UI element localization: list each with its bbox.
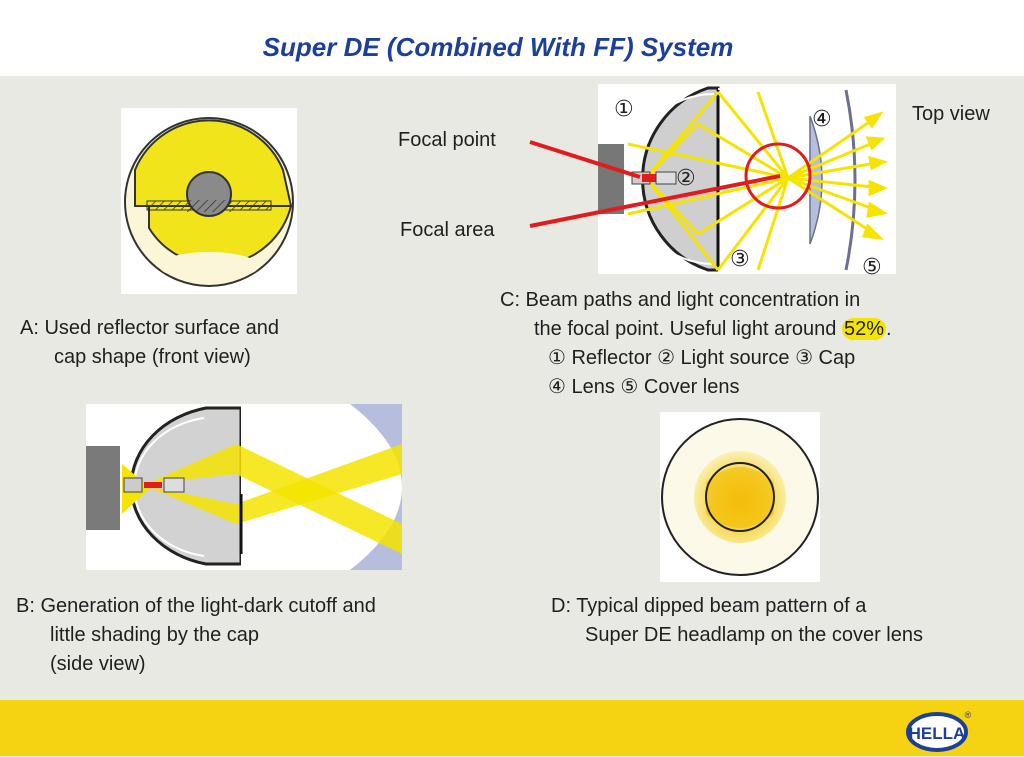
- beam-pattern-diagram: [661, 418, 819, 576]
- registered-mark: ®: [965, 710, 972, 720]
- panel-b-caption: B: Generation of the light-dark cutoff a…: [16, 592, 376, 679]
- panel-c-caption-line2: the focal point. Useful light around 52%…: [500, 315, 892, 344]
- marker-4: ④: [812, 106, 832, 131]
- panel-d-caption-line2: Super DE headlamp on the cover lens: [585, 624, 923, 646]
- focal-area-label: Focal area: [400, 219, 495, 241]
- panel-c-caption-line2-text: the focal point. Useful light around: [534, 318, 842, 340]
- title-bar: [0, 0, 1024, 76]
- reflector-side-view-diagram: [86, 404, 402, 570]
- panel-b-side-view: [86, 404, 402, 570]
- useful-light-percentage: 52%: [841, 318, 886, 340]
- page-title: Super DE (Combined With FF) System: [262, 32, 734, 62]
- hella-logo-mark: HELLA ®: [906, 710, 972, 752]
- panel-b-caption-line1: B: Generation of the light-dark cutoff a…: [16, 595, 376, 617]
- reflector-front-view-diagram: [124, 117, 294, 287]
- panel-d-caption-line1: D: Typical dipped beam pattern of a: [551, 595, 867, 617]
- panel-b-caption-line3: (side view): [50, 653, 146, 675]
- panel-a-caption-line2: cap shape (front view): [54, 346, 251, 368]
- panel-c-legend-line1: ① Reflector ② Light source ③ Cap: [548, 347, 856, 369]
- marker-3: ③: [730, 246, 750, 271]
- panel-d-caption: D: Typical dipped beam pattern of a Supe…: [551, 592, 923, 650]
- footer-bar: [0, 700, 1024, 756]
- marker-2: ②: [676, 165, 696, 190]
- panel-b-caption-line2: little shading by the cap: [50, 624, 260, 646]
- top-view-label: Top view: [912, 103, 990, 125]
- marker-1: ①: [614, 96, 634, 121]
- panel-c-caption: C: Beam paths and light concentration in…: [500, 286, 892, 402]
- marker-5: ⑤: [862, 254, 882, 279]
- hella-logo-text: HELLA: [909, 724, 966, 743]
- panel-c-legend-line2: ④ Lens ⑤ Cover lens: [548, 376, 740, 398]
- panel-c-caption-line2-end: .: [886, 318, 892, 340]
- panel-a-caption-line1: A: Used reflector surface and: [20, 317, 280, 339]
- panel-d-beam-pattern: [660, 412, 820, 582]
- hella-logo: HELLA ®: [906, 708, 972, 757]
- panel-a-caption: A: Used reflector surface and cap shape …: [20, 314, 279, 372]
- panel-c-caption-line1: C: Beam paths and light concentration in: [500, 289, 861, 311]
- focal-point-label: Focal point: [398, 129, 496, 151]
- panel-a-front-view: [121, 108, 297, 294]
